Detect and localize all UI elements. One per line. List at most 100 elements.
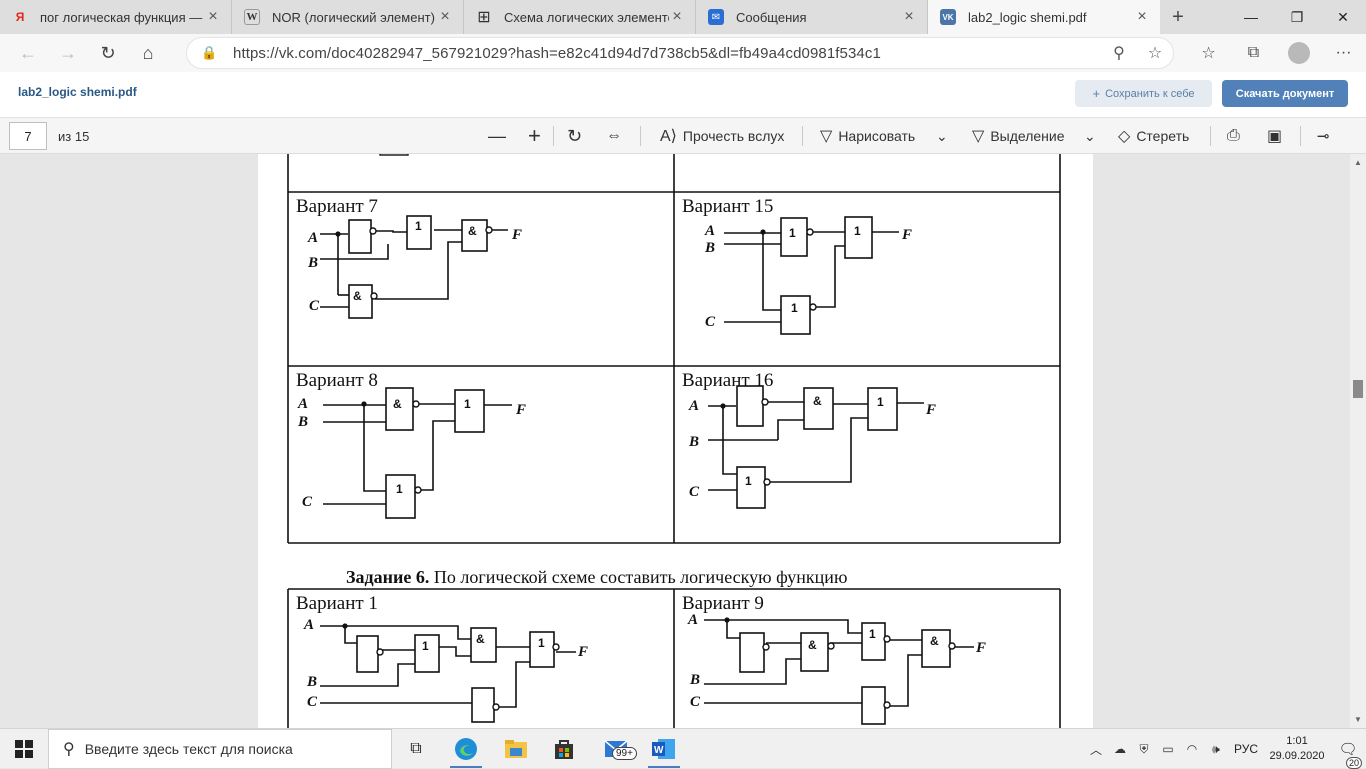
or-gate <box>867 387 898 431</box>
fit-page-icon[interactable]: ⇔ <box>606 127 622 144</box>
signal-label: C <box>705 314 716 330</box>
scroll-thumb[interactable] <box>1353 380 1363 398</box>
minimize-icon[interactable]: — <box>1244 9 1258 25</box>
gate-symbol: 1 <box>789 226 796 240</box>
close-window-icon[interactable]: ✕ <box>1337 8 1349 25</box>
battery-icon[interactable]: ▭ <box>1162 742 1174 756</box>
scroll-up-icon[interactable]: ▲ <box>1354 158 1362 167</box>
security-icon[interactable]: ⛨ <box>1139 741 1149 756</box>
back-icon[interactable]: ← <box>19 42 37 63</box>
input-language[interactable]: РУС <box>1233 742 1259 756</box>
taskbar-mail[interactable]: 99+ <box>592 729 640 769</box>
browser-actions: ☆ ⧉ ··· <box>1186 34 1366 72</box>
start-button[interactable] <box>0 729 48 769</box>
refresh-icon[interactable]: ↻ <box>100 42 116 63</box>
clock[interactable]: 1:01 29.09.2020 <box>1264 734 1330 764</box>
tab-yandex[interactable]: Я пог логическая функция — Ян × <box>0 0 232 34</box>
highlight-button[interactable]: ▽Выделение <box>972 124 1065 148</box>
close-icon[interactable]: × <box>1137 8 1147 25</box>
taskbar-edge[interactable] <box>442 729 490 769</box>
taskbar-explorer[interactable] <box>492 729 540 769</box>
taskbar-search-input[interactable] <box>84 741 375 757</box>
onedrive-icon[interactable]: ☁ <box>1114 742 1126 756</box>
nand-gate <box>461 219 488 252</box>
tray-expand-icon[interactable]: ︿ <box>1089 742 1102 757</box>
plus-icon: + <box>1172 5 1184 28</box>
close-icon[interactable]: × <box>672 8 682 25</box>
gate-symbol: 1 <box>396 482 403 496</box>
restore-icon[interactable]: ❐ <box>1290 8 1304 25</box>
save-to-me-button[interactable]: +Сохранить к себе <box>1075 80 1212 107</box>
tab-title: Сообщения <box>736 9 807 25</box>
tab-schema[interactable]: ⊞ Схема логических элементов × <box>464 0 696 34</box>
favorite-star-icon[interactable]: ☆ <box>1147 45 1163 62</box>
variant-heading: Вариант 7 <box>296 196 378 217</box>
highlight-options-chevron-icon[interactable]: ⌄ <box>1084 127 1096 144</box>
tab-wikipedia[interactable]: W NOR (логический элемент) Ви × <box>232 0 464 34</box>
signal-label: C <box>689 484 700 500</box>
signal-label: A <box>297 396 308 412</box>
draw-options-chevron-icon[interactable]: ⌄ <box>936 127 948 144</box>
vertical-scrollbar[interactable]: ▲ ▼ <box>1350 154 1366 728</box>
signal-label: B <box>689 672 700 688</box>
profile-avatar[interactable] <box>1276 42 1321 64</box>
tab-messages[interactable]: ✉ Сообщения × <box>696 0 928 34</box>
gate-symbol: 1 <box>422 639 429 653</box>
print-icon[interactable]: ⎙ <box>1227 127 1240 144</box>
circuit-variant-1: A B C F 1 & 1 <box>303 617 588 723</box>
gate-symbol: & <box>930 634 939 648</box>
save-icon[interactable]: ▣ <box>1267 128 1283 145</box>
zoom-out-icon[interactable]: — <box>488 125 506 146</box>
forward-icon[interactable]: → <box>59 42 77 63</box>
highlighter-icon: ▽ <box>972 128 985 145</box>
favorites-icon[interactable]: ☆ <box>1201 45 1216 62</box>
circuit-variant-8: A B C F & 1 1 <box>297 387 526 519</box>
scroll-down-icon[interactable]: ▼ <box>1354 715 1362 724</box>
variant-heading: Вариант 1 <box>296 593 378 614</box>
read-aloud-button[interactable]: A⟩Прочесть вслух <box>660 124 784 148</box>
taskbar-store[interactable] <box>540 729 588 769</box>
signal-label: B <box>306 674 317 690</box>
read-aloud-icon: A⟩ <box>660 128 677 145</box>
new-tab-button[interactable]: + <box>1160 0 1196 34</box>
pin-toolbar-icon[interactable]: ⊸ <box>1317 128 1330 145</box>
close-icon[interactable]: × <box>440 8 450 25</box>
download-button[interactable]: Скачать документ <box>1222 80 1348 107</box>
nor-gate <box>861 686 886 725</box>
search-icon: ⚲ <box>63 741 75 758</box>
tab-pdf[interactable]: VK lab2_logic shemi.pdf × <box>928 0 1160 34</box>
nor-gate <box>385 474 416 519</box>
url-field[interactable]: 🔒 https://vk.com/doc40282947_567921029?h… <box>186 37 1174 69</box>
task-6-number: Задание 6. <box>346 567 429 587</box>
signal-label: A <box>688 398 699 414</box>
collections-icon[interactable]: ⧉ <box>1247 44 1260 61</box>
home-icon[interactable]: ⌂ <box>142 42 154 63</box>
draw-button[interactable]: ▽Нарисовать <box>820 124 915 148</box>
rotate-icon[interactable]: ↻ <box>567 125 583 146</box>
clock-time: 1:01 <box>1286 735 1308 747</box>
pdf-viewer[interactable]: .w{stroke:#111;stroke-width:1.6;fill:non… <box>0 154 1350 728</box>
folder-icon <box>505 740 527 758</box>
wifi-icon[interactable]: ◠ <box>1186 742 1198 756</box>
system-tray: ︿ ☁ ⛨ ▭ ◠ 🕪 РУС 1:01 29.09.2020 🗨 20 <box>1084 729 1366 769</box>
close-icon[interactable]: × <box>904 8 914 25</box>
or-gate <box>414 634 440 673</box>
windows-logo-icon <box>15 740 33 758</box>
taskbar-search[interactable]: ⚲ <box>48 729 392 769</box>
notification-center[interactable]: 🗨 20 <box>1330 740 1366 769</box>
close-icon[interactable]: × <box>208 8 218 25</box>
more-menu-icon[interactable]: ··· <box>1335 44 1352 61</box>
erase-button[interactable]: ◇Стереть <box>1118 124 1189 148</box>
zoom-icon[interactable]: ⚲ <box>1113 45 1125 62</box>
zoom-in-icon[interactable]: + <box>528 123 541 148</box>
tab-title: Схема логических элементов <box>504 9 669 25</box>
gate-symbol: & <box>813 394 822 408</box>
taskbar-word[interactable]: W <box>640 729 688 769</box>
tab-title: пог логическая функция — Ян <box>40 9 205 25</box>
task-view-icon: ⧉ <box>410 740 422 757</box>
or-gate <box>844 216 873 259</box>
task-view-button[interactable]: ⧉ <box>392 729 440 769</box>
page-number-input[interactable] <box>9 122 47 150</box>
volume-icon[interactable]: 🕪 <box>1212 741 1220 756</box>
signal-label: F <box>901 227 912 243</box>
